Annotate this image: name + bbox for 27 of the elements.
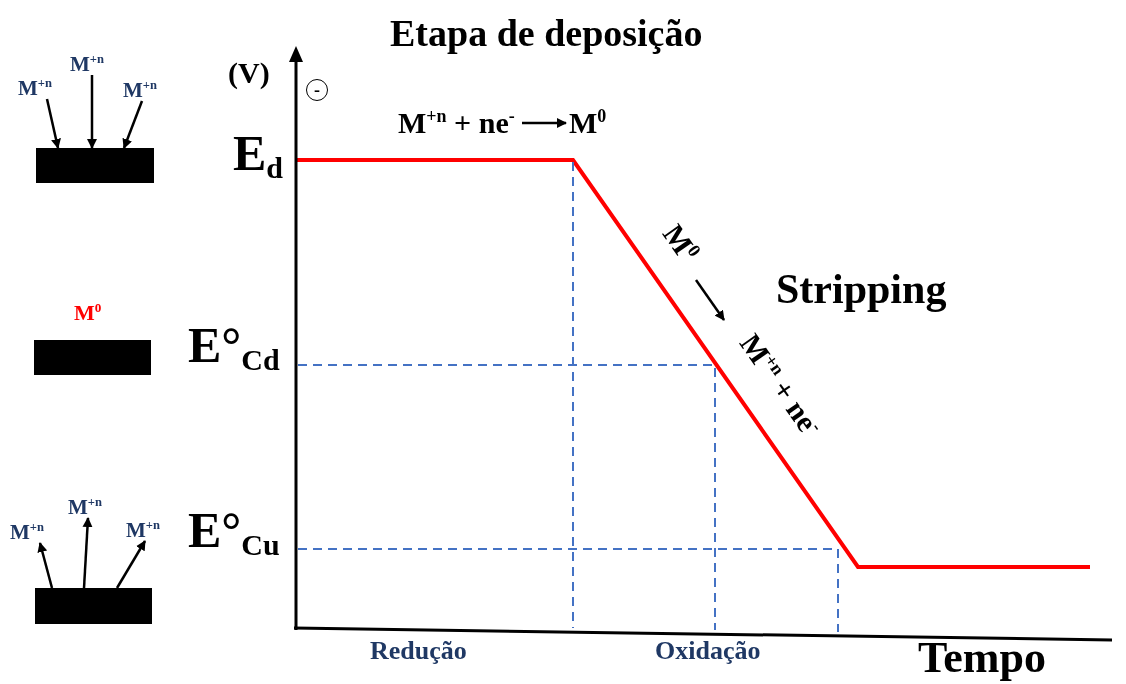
label: Oxidação [655,638,761,664]
ion-label: M$^{+n}$ [68,497,102,518]
arrow [87,75,97,149]
electrode-bar [35,588,152,624]
ion-label: M$^{+n}$ [123,80,157,101]
title: Etapa de deposição [390,14,703,52]
label: M$^{0}$ [74,302,102,324]
ion-label: M$^{+n}$ [18,78,52,99]
electrode-bar [34,340,151,375]
ion-label: M$^{+n}$ [70,54,104,75]
arrow [115,540,147,589]
ion-label: M$^{+n}$ [126,520,160,541]
arrow [45,98,61,149]
label: E$_{d}$ [233,128,284,178]
label: (V) [228,58,270,88]
arrow [37,542,54,589]
ion-label: M$^{+n}$ [10,522,44,543]
label: M$^{0}$ [569,108,607,138]
label: E°$_{Cd}$ [188,320,280,370]
label: Redução [370,638,467,664]
electrode-bar [36,148,154,183]
label: E°$_{Cu}$ [188,505,280,555]
arrow [82,517,93,589]
label: Tempo [918,636,1046,680]
arrow [122,100,144,149]
label: M$^{+n}$ + ne$^{-}$ [398,108,515,138]
label: Stripping [776,268,947,310]
